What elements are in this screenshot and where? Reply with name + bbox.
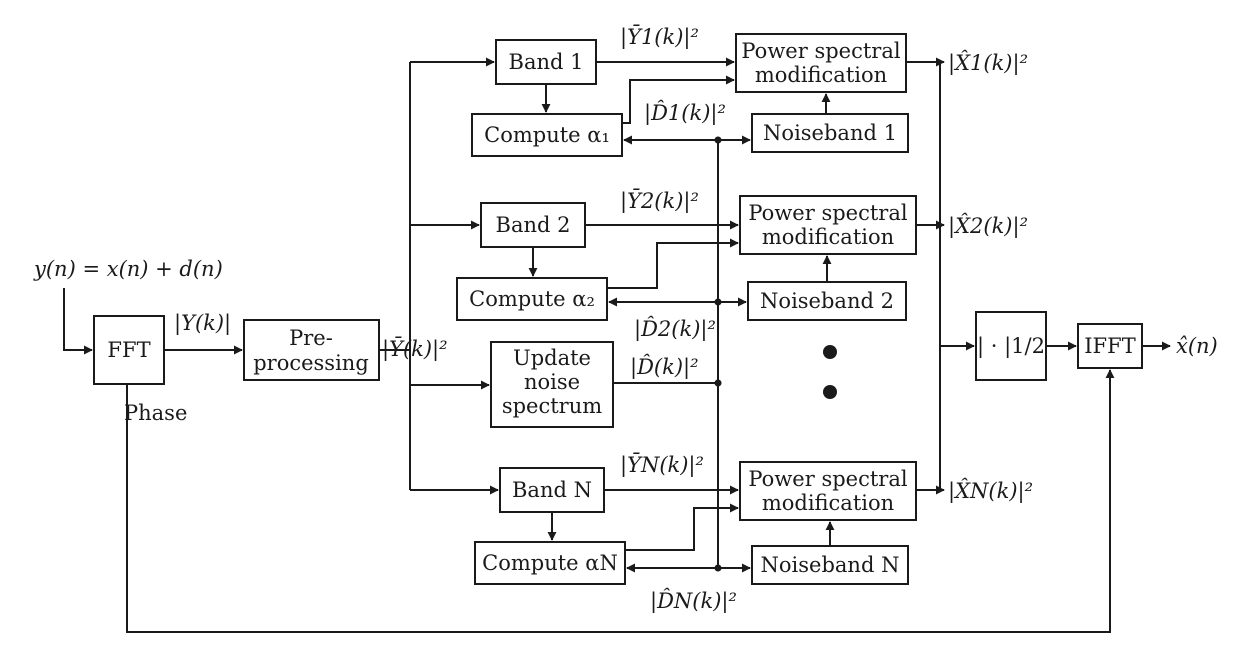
input-signal-label: y(n) = x(n) + d(n) <box>33 257 223 281</box>
band-2-block: Band 2 <box>480 202 586 248</box>
junction-dot <box>714 136 722 144</box>
compute-alpha-1-block: Compute α₁ <box>471 113 623 157</box>
update-noise-spectrum-block: Update noise spectrum <box>490 341 614 428</box>
fft-output-label: |Y(k)| <box>174 311 231 336</box>
fft-block: FFT <box>93 315 165 385</box>
ellipsis-dots <box>823 345 837 399</box>
output-signal-label: x̂(n) <box>1176 334 1218 358</box>
noiseband-n-block: Noiseband N <box>751 545 909 585</box>
band-n-label: Band N <box>512 478 592 502</box>
update-noise-label-3: spectrum <box>502 394 602 418</box>
magnitude-root-block: | · |1/2 <box>975 311 1047 381</box>
ifft-label: IFFT <box>1084 334 1135 358</box>
compute-alpha-2-label: Compute α₂ <box>469 287 595 311</box>
update-noise-label-2: noise <box>524 370 580 394</box>
compute-alpha-n-block: Compute αN <box>474 541 626 585</box>
psm-n-block: Power spectral modification <box>739 461 917 521</box>
preprocessing-label-1: Pre- <box>289 326 333 350</box>
preprocessing-label-2: processing <box>253 351 369 375</box>
band-n-block: Band N <box>499 467 605 513</box>
fft-label: FFT <box>107 338 150 362</box>
noise-2-label: |D̂2(k)|² <box>634 317 716 342</box>
psm-n-label-1: Power spectral <box>748 467 907 491</box>
clean-n-label: |X̂N(k)|² <box>948 479 1033 504</box>
band-1-output-label: |Ȳ1(k)|² <box>620 25 699 50</box>
clean-1-label: |X̂1(k)|² <box>948 51 1028 76</box>
compute-alpha-2-block: Compute α₂ <box>456 277 608 321</box>
psm-2-label-1: Power spectral <box>748 201 907 225</box>
ifft-block: IFFT <box>1077 323 1143 369</box>
junction-dots <box>714 136 722 572</box>
preprocessing-block: Pre- processing <box>243 319 380 381</box>
band-n-output-label: |ȲN(k)|² <box>620 453 704 478</box>
noiseband-2-block: Noiseband 2 <box>747 281 907 321</box>
psm-1-label-1: Power spectral <box>741 39 900 63</box>
junction-dot <box>714 298 722 306</box>
noise-n-label: |D̂N(k)|² <box>650 589 737 614</box>
update-noise-label-1: Update <box>513 346 591 370</box>
phase-label: Phase <box>124 401 187 425</box>
psm-1-block: Power spectral modification <box>735 33 907 93</box>
ellipsis-dot <box>823 385 837 399</box>
junction-dot <box>714 379 722 387</box>
noiseband-1-label: Noiseband 1 <box>763 121 897 145</box>
preprocessing-output-label: |Ȳ(k)|² <box>382 337 448 362</box>
psm-2-block: Power spectral modification <box>739 195 917 255</box>
ellipsis-dot <box>823 345 837 359</box>
compute-alpha-n-label: Compute αN <box>482 551 618 575</box>
compute-alpha-1-label: Compute α₁ <box>484 123 610 147</box>
band-2-output-label: |Ȳ2(k)|² <box>620 189 699 214</box>
magnitude-root-label: | · |1/2 <box>977 334 1045 359</box>
noiseband-n-label: Noiseband N <box>761 553 900 577</box>
band-1-block: Band 1 <box>495 39 597 85</box>
band-2-label: Band 2 <box>496 213 571 237</box>
junction-dot <box>714 564 722 572</box>
band-1-label: Band 1 <box>509 50 584 74</box>
psm-1-label-2: modification <box>755 63 887 87</box>
psm-n-label-2: modification <box>762 491 894 515</box>
noiseband-1-block: Noiseband 1 <box>751 113 909 153</box>
noise-spectrum-label: |D̂(k)|² <box>630 355 699 380</box>
clean-2-label: |X̂2(k)|² <box>948 214 1028 239</box>
psm-2-label-2: modification <box>762 225 894 249</box>
noise-1-label: |D̂1(k)|² <box>644 101 726 126</box>
noiseband-2-label: Noiseband 2 <box>760 289 894 313</box>
signal-wires <box>63 57 1171 633</box>
